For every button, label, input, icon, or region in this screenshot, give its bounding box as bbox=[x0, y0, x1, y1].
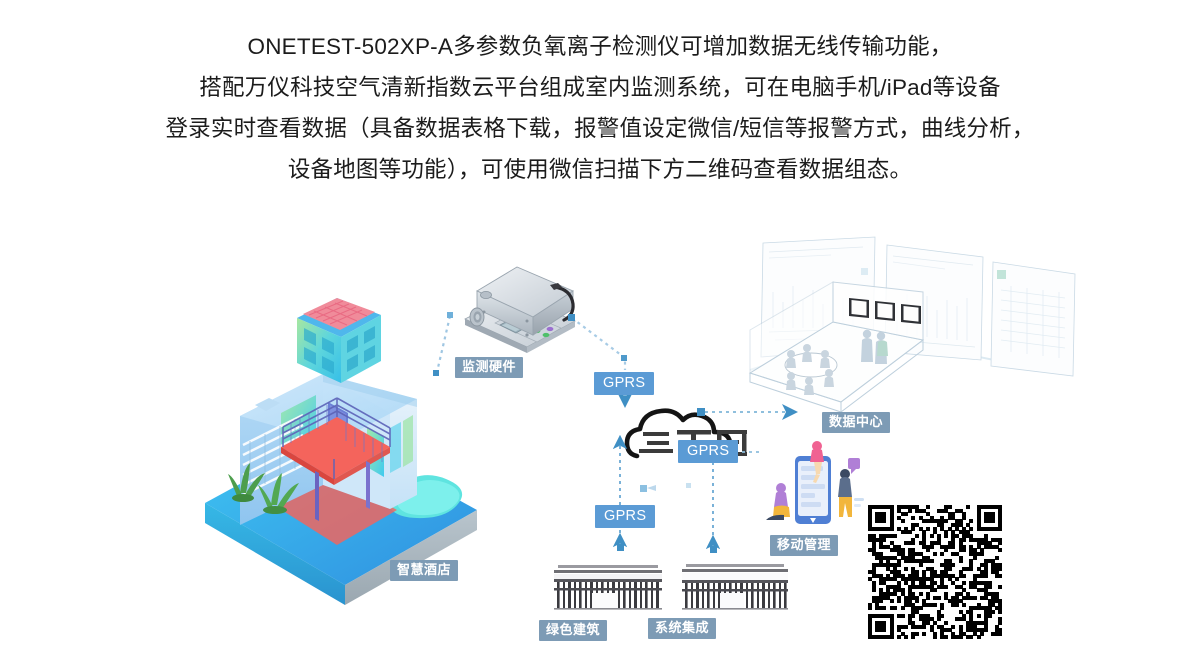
label-smart-hotel: 智慧酒店 bbox=[390, 560, 459, 581]
label-gprs-top: GPRS bbox=[594, 372, 655, 395]
label-system-integration: 系统集成 bbox=[648, 618, 717, 639]
label-green-building: 绿色建筑 bbox=[539, 620, 608, 641]
label-mobile-management: 移动管理 bbox=[770, 535, 839, 556]
label-gprs-left: GPRS bbox=[595, 505, 656, 528]
label-data-center: 数据中心 bbox=[822, 412, 891, 433]
headline-line-3: 登录实时查看数据（具备数据表格下载，报警值设定微信/短信等报警方式，曲线分析， bbox=[165, 116, 1035, 141]
smart-hotel-illustration bbox=[205, 298, 477, 605]
mobile-management-illustration bbox=[766, 441, 864, 524]
page-title: ONETEST-502XP-A多参数负氧离子检测仪可增加数据无线传输功能， 搭配… bbox=[60, 26, 1140, 190]
monitoring-hardware-illustration bbox=[464, 266, 576, 353]
headline-line-2: 搭配万仪科技空气清新指数云平台组成室内监测系统，可在电脑手机/iPad等设备 bbox=[199, 75, 1001, 100]
data-center-illustration bbox=[748, 236, 1076, 414]
system-architecture-diagram: 智慧酒店 bbox=[0, 200, 1200, 650]
system-integration-illustration bbox=[682, 564, 788, 610]
label-monitoring-hardware: 监测硬件 bbox=[455, 357, 524, 378]
label-gprs-cloud: GPRS bbox=[678, 440, 739, 463]
headline-line-4: 设备地图等功能），可使用微信扫描下方二维码查看数据组态。 bbox=[287, 157, 913, 182]
headline-line-1: ONETEST-502XP-A多参数负氧离子检测仪可增加数据无线传输功能， bbox=[247, 34, 953, 59]
connector-lines bbox=[433, 312, 798, 553]
wechat-qr-code[interactable] bbox=[868, 505, 1002, 639]
green-building-illustration bbox=[554, 565, 662, 610]
